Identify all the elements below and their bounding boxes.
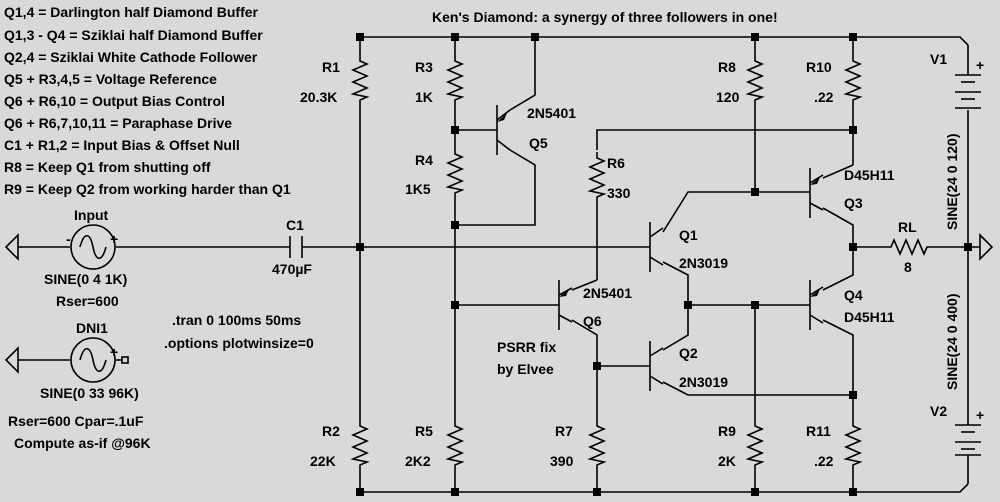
note: Q6 + R6,10 = Output Bias Control xyxy=(4,93,225,109)
rl-name: RL xyxy=(898,219,917,235)
r2-name: R2 xyxy=(322,423,340,439)
v1-value: SINE(24 0 120) xyxy=(944,134,960,231)
rl-value: 8 xyxy=(904,259,912,275)
r10-value: .22 xyxy=(814,89,834,105)
transistor-q5-icon xyxy=(496,105,511,155)
resistor-r10 xyxy=(845,54,861,104)
input-source-value: SINE(0 4 1K) xyxy=(44,271,127,287)
dni1-source-param2: Compute as-if @96K xyxy=(14,435,151,451)
input-port-icon xyxy=(5,234,22,260)
r7-name: R7 xyxy=(555,423,573,439)
battery-v1-icon xyxy=(955,74,981,109)
r8-name: R8 xyxy=(718,59,736,75)
r6-name: R6 xyxy=(607,155,625,171)
q1-part: 2N3019 xyxy=(679,255,728,271)
resistor-r9 xyxy=(747,419,763,469)
note: Q6 + R6,7,10,11 = Paraphase Drive xyxy=(4,115,232,131)
input-source-icon xyxy=(70,224,116,270)
battery-v2-icon xyxy=(955,424,981,456)
q5-name: Q5 xyxy=(529,135,548,151)
note: Q2,4 = Sziklai White Cathode Follower xyxy=(4,49,258,65)
dni1-source-param: Rser=600 Cpar=.1uF xyxy=(8,413,144,429)
q6-part: 2N5401 xyxy=(583,285,632,301)
q1-name: Q1 xyxy=(679,227,698,243)
r9-value: 2K xyxy=(718,453,736,469)
note: Q1,3 - Q4 = Sziklai half Diamond Buffer xyxy=(4,27,263,43)
resistor-rl xyxy=(884,239,934,255)
note: Q1,4 = Darlington half Diamond Buffer xyxy=(4,4,259,20)
capacitor-c1 xyxy=(289,236,303,258)
v2-value: SINE(24 0 400) xyxy=(944,294,960,391)
resistor-r11 xyxy=(845,419,861,469)
q6-name: Q6 xyxy=(583,313,602,329)
transistor-q3-icon xyxy=(809,168,824,218)
note: C1 + R1,2 = Input Bias & Offset Null xyxy=(4,137,240,153)
plus-sign: + xyxy=(110,344,118,360)
r4-value: 1K5 xyxy=(405,181,431,197)
directive: .tran 0 100ms 50ms xyxy=(172,312,301,328)
r4-name: R4 xyxy=(415,152,433,168)
note: R9 = Keep Q2 from working harder than Q1 xyxy=(4,181,291,197)
v1-plus: + xyxy=(976,57,984,73)
r8-value: 120 xyxy=(716,89,740,105)
psrr-note: by Elvee xyxy=(497,361,554,377)
c1-name: C1 xyxy=(286,217,304,233)
input-source-param: Rser=600 xyxy=(56,293,119,309)
resistor-r8 xyxy=(747,54,763,104)
q5-part: 2N5401 xyxy=(527,105,576,121)
v1-name: V1 xyxy=(930,51,947,67)
dni1-source-value: SINE(0 33 96K) xyxy=(40,385,139,401)
resistor-r6 xyxy=(589,151,605,201)
v2-plus: + xyxy=(976,407,984,423)
resistor-r7 xyxy=(589,419,605,469)
r1-name: R1 xyxy=(322,59,340,75)
plus-sign: + xyxy=(110,231,118,247)
r9-name: R9 xyxy=(718,423,736,439)
r5-value: 2K2 xyxy=(405,453,431,469)
psrr-note: PSRR fix xyxy=(497,339,556,355)
transistor-q6-icon xyxy=(558,280,573,330)
r2-value: 22K xyxy=(310,453,336,469)
q4-part: D45H11 xyxy=(844,309,895,325)
note: Q5 + R3,4,5 = Voltage Reference xyxy=(4,71,217,87)
q4-name: Q4 xyxy=(844,287,863,303)
minus-sign: - xyxy=(66,231,71,247)
q3-part: D45H11 xyxy=(844,167,895,183)
r11-name: R11 xyxy=(806,423,831,439)
output-port-icon xyxy=(979,233,994,261)
junctions xyxy=(356,33,972,496)
resistor-r4 xyxy=(447,147,463,197)
dni1-source-icon xyxy=(70,337,129,383)
transistor-q1-icon xyxy=(649,222,665,272)
r3-value: 1K xyxy=(415,89,433,105)
resistor-r1 xyxy=(352,54,368,104)
transistor-q4-icon xyxy=(809,280,824,330)
page-title: Ken's Diamond: a synergy of three follow… xyxy=(432,9,778,25)
input-source-name: Input xyxy=(74,207,109,223)
v2-name: V2 xyxy=(930,403,947,419)
notes-list: Q1,4 = Darlington half Diamond Buffer Q1… xyxy=(4,4,291,197)
r7-value: 390 xyxy=(550,453,574,469)
resistor-r3 xyxy=(447,54,463,104)
r6-value: 330 xyxy=(607,185,631,201)
c1-value: 470µF xyxy=(272,261,312,277)
r10-name: R10 xyxy=(806,59,832,75)
directive: .options plotwinsize=0 xyxy=(164,335,314,351)
transistor-q2-icon xyxy=(649,341,665,391)
r5-name: R5 xyxy=(415,423,433,439)
q3-name: Q3 xyxy=(844,195,863,211)
resistor-r2 xyxy=(352,419,368,469)
resistor-r5 xyxy=(447,419,463,469)
r1-value: 20.3K xyxy=(300,89,337,105)
r11-value: .22 xyxy=(814,453,834,469)
q2-name: Q2 xyxy=(679,345,698,361)
note: R8 = Keep Q1 from shutting off xyxy=(4,159,211,175)
r3-name: R3 xyxy=(415,59,433,75)
dni1-source-name: DNI1 xyxy=(76,320,108,336)
q2-part: 2N3019 xyxy=(679,374,728,390)
dni-port-icon xyxy=(5,347,22,373)
